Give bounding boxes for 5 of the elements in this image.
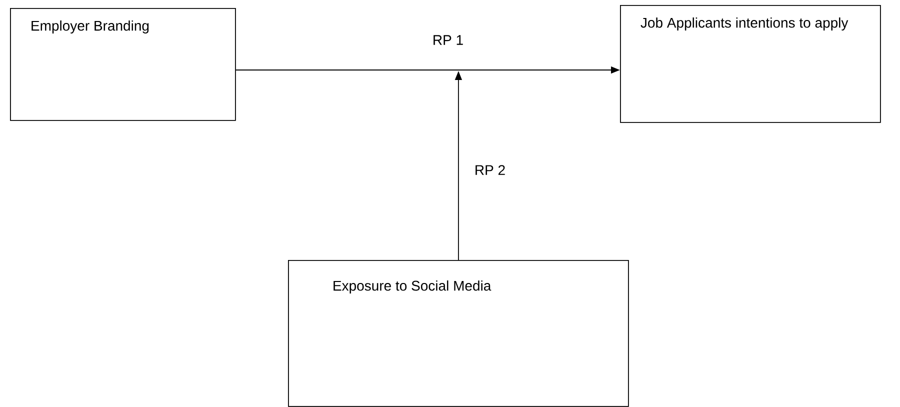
text-box: Exposure to Social Media xyxy=(288,260,629,407)
edge-label: RP 2 xyxy=(472,163,508,177)
text-box: Job Applicants intentions to apply xyxy=(620,5,881,123)
text-box: Employer Branding xyxy=(10,8,236,121)
edge-label: RP 1 xyxy=(430,33,466,47)
